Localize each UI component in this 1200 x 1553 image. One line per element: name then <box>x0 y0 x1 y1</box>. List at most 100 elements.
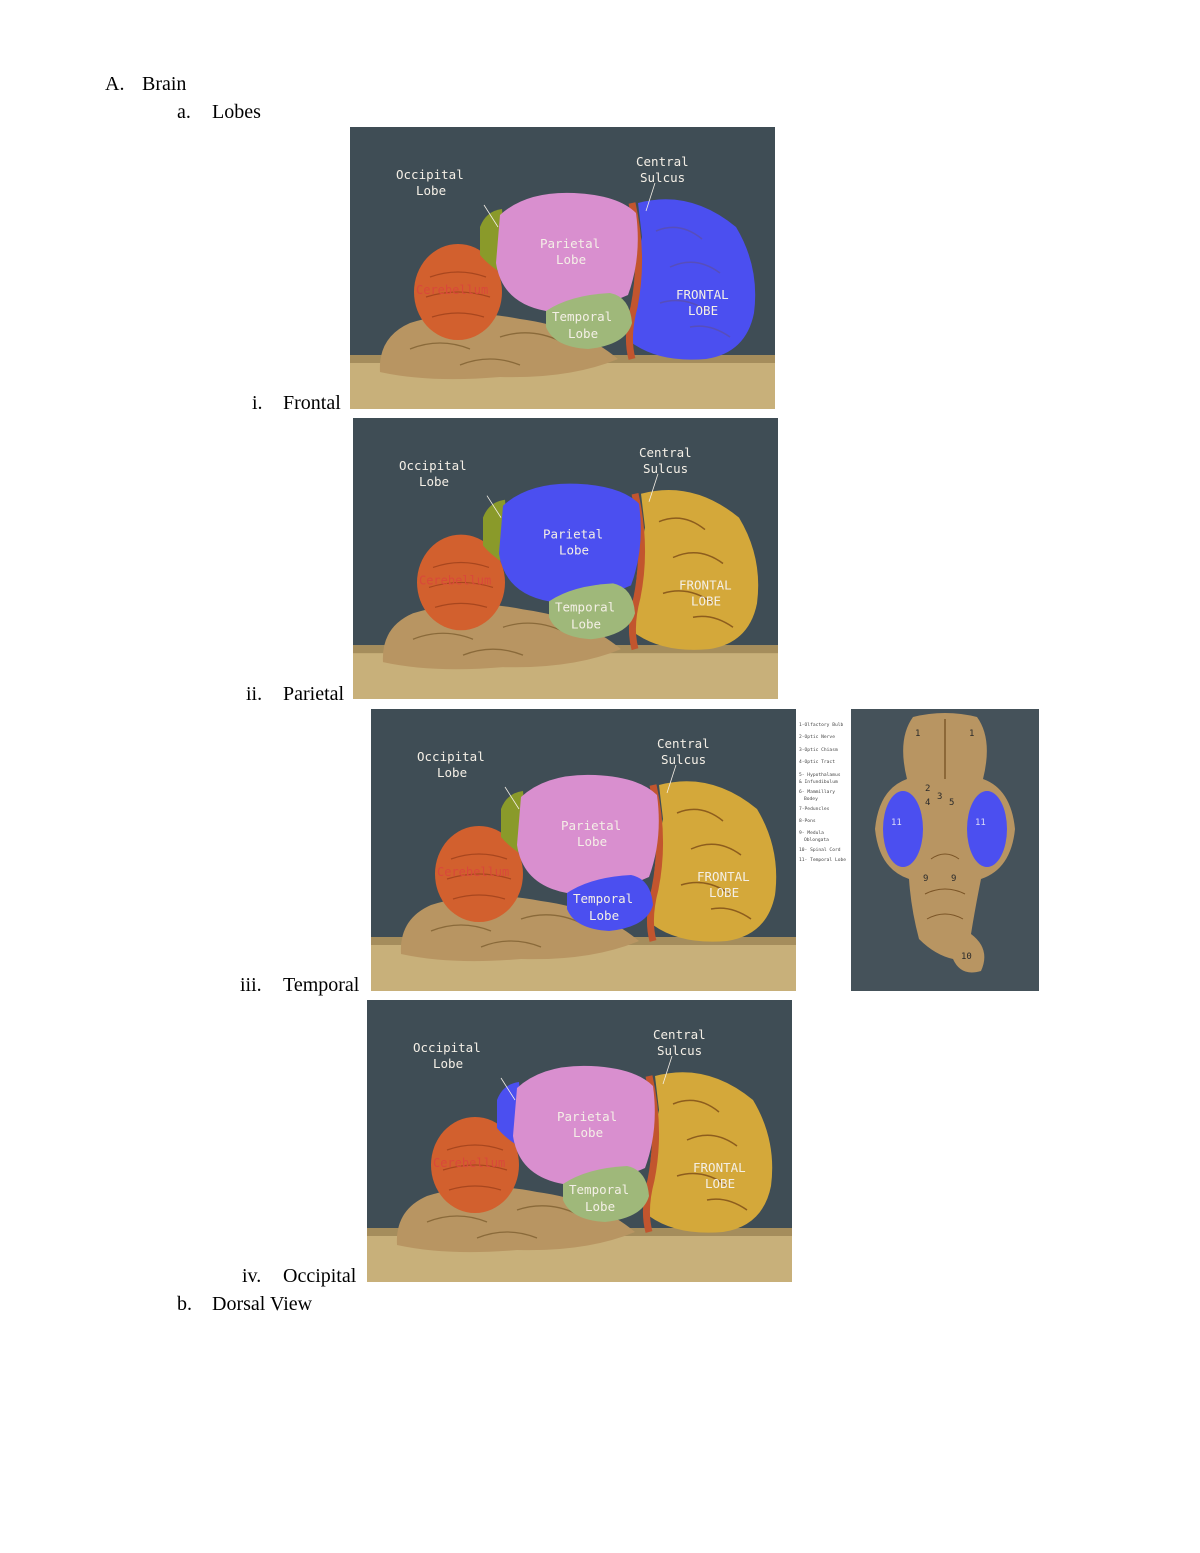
legend-entry: 7-Peduncles <box>799 806 830 812</box>
legend-entry: Bodey <box>804 796 818 802</box>
label-occipital-2: Lobe <box>433 1056 463 1071</box>
ventral-number-label: 11 <box>975 818 986 828</box>
label-cerebellum: Cerebellum <box>419 573 491 587</box>
brain-photo-occipital-highlighted: Occipital Lobe Central Sulcus Parietal L… <box>367 1000 792 1282</box>
legend-entry: 9- Medula <box>799 831 824 837</box>
frontal-region <box>631 199 756 360</box>
label-parietal-2: Lobe <box>573 1125 603 1140</box>
label-central-2: Sulcus <box>640 170 685 185</box>
temporal-region <box>549 583 635 640</box>
label-temporal-1: Temporal <box>552 309 612 324</box>
legend-entry: 6- Mammillary <box>799 789 835 795</box>
label-central-1: Central <box>639 445 692 460</box>
label-frontal-2: LOBE <box>691 593 721 608</box>
label-occipital-1: Occipital <box>399 458 467 473</box>
outline-item-temporal: Temporal <box>283 974 360 996</box>
ventral-number-label: 4 <box>925 798 930 808</box>
brain-photo-temporal-highlighted: Occipital Lobe Central Sulcus Parietal L… <box>371 709 796 991</box>
label-occipital-2: Lobe <box>416 183 446 198</box>
outline-marker-parietal: ii. <box>246 683 263 705</box>
outline-marker-a: A. <box>105 73 125 95</box>
label-frontal-1: FRONTAL <box>693 1160 746 1175</box>
temporal-region <box>567 875 653 931</box>
label-frontal-2: LOBE <box>709 885 739 900</box>
label-temporal-1: Temporal <box>555 599 615 614</box>
ventral-number-label: 9 <box>923 874 928 884</box>
label-frontal-1: FRONTAL <box>676 287 729 302</box>
legend-entry: 8-Pons <box>799 819 816 825</box>
label-occipital-1: Occipital <box>417 749 485 764</box>
label-central-2: Sulcus <box>661 752 706 767</box>
ventral-brain-body <box>875 713 1015 973</box>
legend-entry: 11- Temporal Lobe <box>799 857 847 863</box>
legend-entry: 4-Optic Tract <box>799 760 835 766</box>
parietal-region <box>496 192 638 312</box>
outline-marker-dorsal: b. <box>177 1293 192 1315</box>
ventral-temporal-lobe-left <box>883 791 923 867</box>
temporal-region <box>546 293 632 349</box>
legend-entry: 5- Hypothalamus <box>799 772 841 778</box>
legend-entry: 2-Optic Nerve <box>799 735 835 741</box>
label-frontal-2: LOBE <box>705 1176 735 1191</box>
label-parietal-1: Parietal <box>557 1109 617 1124</box>
ventral-number-label: 3 <box>937 792 942 802</box>
outline-item-frontal: Frontal <box>283 392 341 414</box>
label-central-2: Sulcus <box>643 461 688 476</box>
frontal-region <box>634 489 759 650</box>
legend-entry: 10- Spinal Cord <box>799 848 841 854</box>
label-occipital-1: Occipital <box>413 1040 481 1055</box>
outline-marker-temporal: iii. <box>240 974 262 996</box>
ventral-legend: 1-Olfactory Bulb 2-Optic Nerve 3-Optic C… <box>799 720 851 864</box>
brain-photo-frontal-highlighted: Occipital Lobe Central Sulcus Parietal L… <box>350 127 775 409</box>
legend-entry: Oblongata <box>804 838 829 844</box>
label-cerebellum: Cerebellum <box>433 1156 505 1170</box>
label-occipital-2: Lobe <box>419 474 449 489</box>
label-parietal-2: Lobe <box>556 252 586 267</box>
label-parietal-2: Lobe <box>577 834 607 849</box>
label-frontal-2: LOBE <box>688 303 718 318</box>
label-temporal-1: Temporal <box>573 891 633 906</box>
outline-heading-dorsal-view: Dorsal View <box>212 1293 313 1315</box>
outline-marker-lobes: a. <box>177 101 191 123</box>
ventral-number-label: 9 <box>951 874 956 884</box>
label-cerebellum: Cerebellum <box>416 283 488 297</box>
label-central-1: Central <box>636 154 689 169</box>
ventral-temporal-lobe-right <box>967 791 1007 867</box>
ventral-number-label: 10 <box>961 952 972 962</box>
parietal-region <box>499 483 641 602</box>
ventral-number-label: 1 <box>915 729 920 739</box>
ventral-number-label: 1 <box>969 729 974 739</box>
label-occipital-1: Occipital <box>396 167 464 182</box>
label-parietal-1: Parietal <box>540 236 600 251</box>
outline-item-occipital: Occipital <box>283 1265 357 1287</box>
temporal-region <box>563 1166 649 1222</box>
frontal-region <box>652 781 777 942</box>
label-parietal-1: Parietal <box>543 527 603 542</box>
label-temporal-2: Lobe <box>571 616 601 631</box>
frontal-region <box>648 1072 773 1233</box>
ventral-number-label: 5 <box>949 798 954 808</box>
label-parietal-2: Lobe <box>559 543 589 558</box>
legend-entry: 1-Olfactory Bulb <box>799 723 844 728</box>
outline-heading-brain: Brain <box>142 73 187 95</box>
label-parietal-1: Parietal <box>561 818 621 833</box>
label-frontal-1: FRONTAL <box>679 577 732 592</box>
brain-photo-parietal-highlighted: Occipital Lobe Central Sulcus Parietal L… <box>353 418 778 699</box>
label-temporal-2: Lobe <box>568 326 598 341</box>
label-temporal-2: Lobe <box>589 908 619 923</box>
label-cerebellum: Cerebellum <box>437 865 509 879</box>
label-central-1: Central <box>653 1027 706 1042</box>
ventral-number-label: 2 <box>925 784 930 794</box>
brain-ventral-view-photo: 1 1 2 3 4 5 11 11 9 9 10 <box>851 709 1039 991</box>
label-occipital-2: Lobe <box>437 765 467 780</box>
legend-entry: & Infundibulum <box>799 779 838 785</box>
outline-marker-frontal: i. <box>252 392 263 414</box>
outline-item-parietal: Parietal <box>283 683 345 705</box>
outline-marker-occipital: iv. <box>242 1265 262 1287</box>
parietal-region <box>517 774 659 894</box>
parietal-region <box>513 1065 655 1185</box>
label-central-2: Sulcus <box>657 1043 702 1058</box>
label-central-1: Central <box>657 736 710 751</box>
label-temporal-1: Temporal <box>569 1182 629 1197</box>
legend-entry: 3-Optic Chiasm <box>799 747 838 753</box>
